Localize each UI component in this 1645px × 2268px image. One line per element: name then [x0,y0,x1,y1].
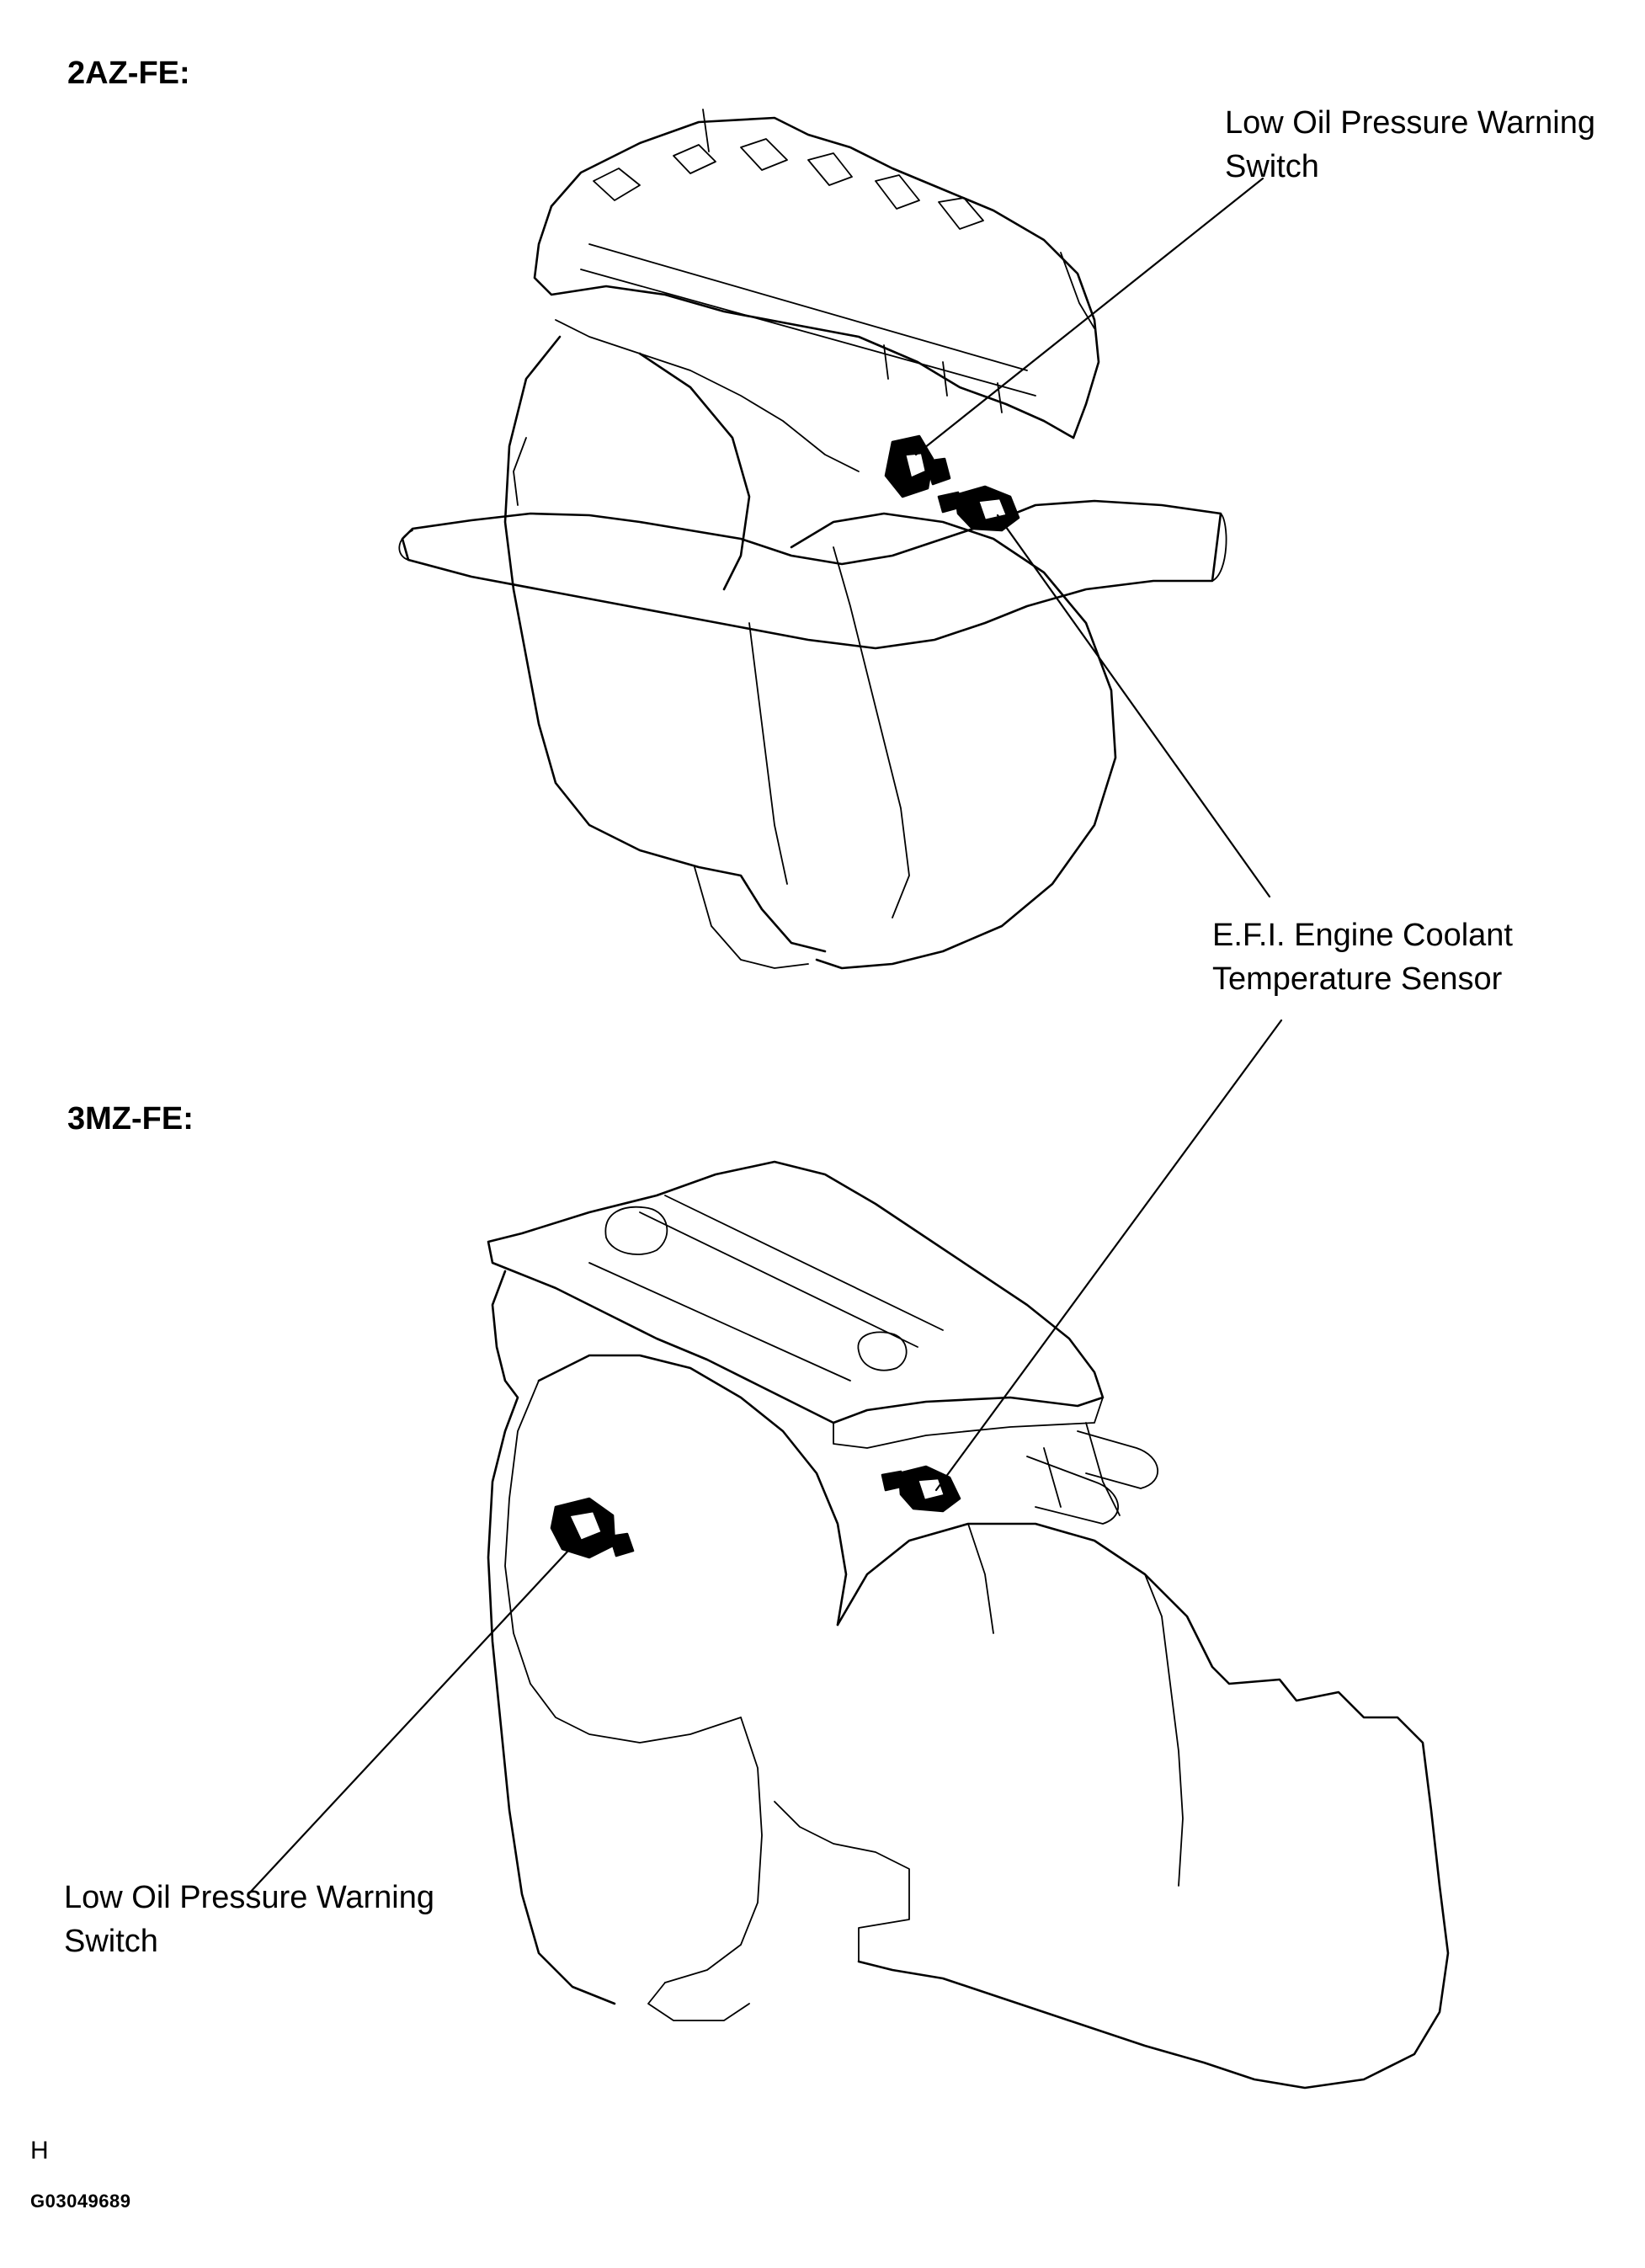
callout-coolant-sensor-line2: Temperature Sensor [1212,961,1503,997]
leader-oil-switch-3mz [247,1537,581,1896]
3mz-transmission [836,1522,1450,2090]
2az-pipe [401,499,1222,650]
callout-oil-switch-2az-line1: Low Oil Pressure Warning [1225,105,1595,141]
3mz-oil-pressure-switch [550,1497,635,1559]
callout-coolant-sensor-line1: E.F.I. Engine Coolant [1212,918,1513,953]
2az-cover-front-edge [533,205,1075,439]
2az-valve-cover [550,116,1100,439]
2az-cover-ribs [593,138,984,230]
section-heading-3mz-fe: 3MZ-FE: [67,1101,194,1137]
callout-oil-switch-3mz-line2: Switch [64,1924,158,1959]
callout-oil-switch-2az: Low Oil Pressure Warning Switch [1225,101,1595,189]
callout-oil-switch-3mz-line1: Low Oil Pressure Warning [64,1880,434,1915]
leader-oil-switch-2az [914,177,1264,456]
3mz-top-cover [487,1160,1105,1424]
2az-left-housing [503,335,827,953]
engine-2az-fe-drawing [398,109,1227,970]
leader-coolant-sensor-3mz [934,1019,1283,1492]
3mz-front-housing [537,1354,848,1626]
2az-oil-pressure-switch [884,434,951,498]
3mz-intake-runners [1026,1430,1158,1525]
callout-coolant-sensor: E.F.I. Engine Coolant Temperature Sensor [1212,913,1513,1001]
3mz-block [487,1270,616,2005]
2az-right-housing [790,512,1117,970]
figure-code: G03049689 [30,2191,131,2212]
engine-3mz-fe-drawing [487,1160,1450,2090]
leader-coolant-sensor-2az [996,514,1271,898]
2az-coolant-temperature-sensor [937,485,1020,532]
section-heading-2az-fe: 2AZ-FE: [67,56,190,91]
callout-oil-switch-2az-line2: Switch [1225,149,1319,184]
2az-housing-inner-curve [638,352,751,591]
footer-letter: H [30,2137,49,2164]
callout-oil-switch-3mz: Low Oil Pressure Warning Switch [64,1876,434,1963]
